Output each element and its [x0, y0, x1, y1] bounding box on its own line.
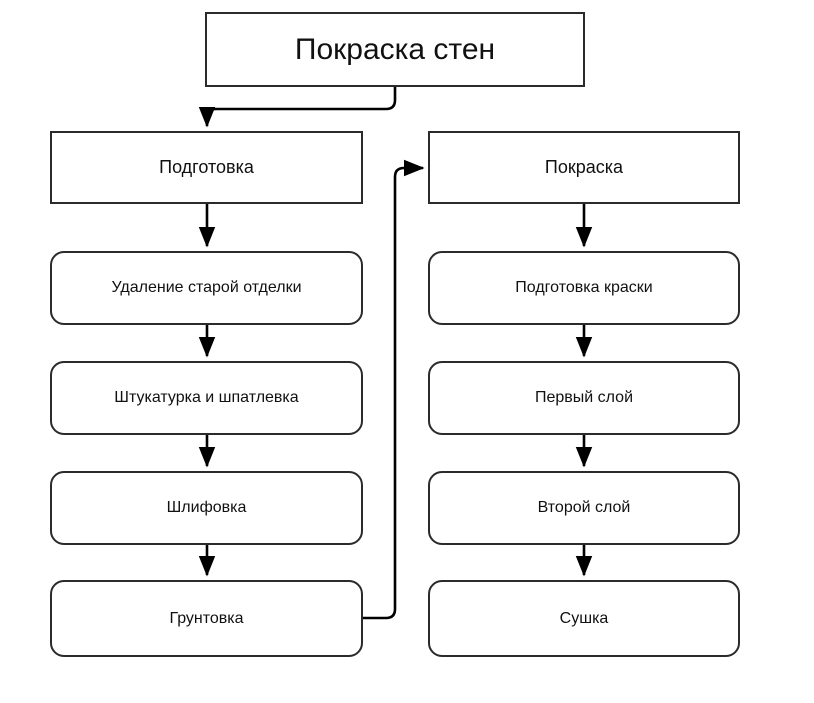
node-first-coat[interactable]: Первый слой	[428, 361, 740, 435]
node-painting-header[interactable]: Покраска	[428, 131, 740, 204]
node-priming[interactable]: Грунтовка	[50, 580, 363, 657]
node-priming-label: Грунтовка	[169, 609, 244, 627]
node-second-coat-label: Второй слой	[537, 499, 631, 517]
connector-priming-to-painting	[363, 159, 425, 620]
node-plaster-and-putty[interactable]: Штукатурка и шпатлевка	[50, 361, 363, 435]
node-paint-preparation-label: Подготовка краски	[515, 279, 653, 297]
node-preparation-header[interactable]: Подготовка	[50, 131, 363, 204]
node-title[interactable]: Покраска стен	[205, 12, 585, 87]
node-painting-header-label: Покраска	[544, 156, 624, 177]
node-second-coat[interactable]: Второй слой	[428, 471, 740, 545]
node-removal-old-finish-label: Удаление старой отделки	[111, 279, 302, 297]
node-drying-label: Сушка	[559, 609, 609, 627]
node-plaster-and-putty-label: Штукатурка и шпатлевка	[114, 389, 299, 407]
node-preparation-header-label: Подготовка	[159, 156, 254, 177]
node-removal-old-finish[interactable]: Удаление старой отделки	[50, 251, 363, 325]
node-paint-preparation[interactable]: Подготовка краски	[428, 251, 740, 325]
node-drying[interactable]: Сушка	[428, 580, 740, 657]
connector-title-to-preparation	[198, 87, 397, 128]
node-first-coat-label: Первый слой	[534, 389, 634, 407]
node-sanding-label: Шлифовка	[166, 499, 247, 517]
node-sanding[interactable]: Шлифовка	[50, 471, 363, 545]
node-title-label: Покраска стен	[294, 32, 496, 66]
